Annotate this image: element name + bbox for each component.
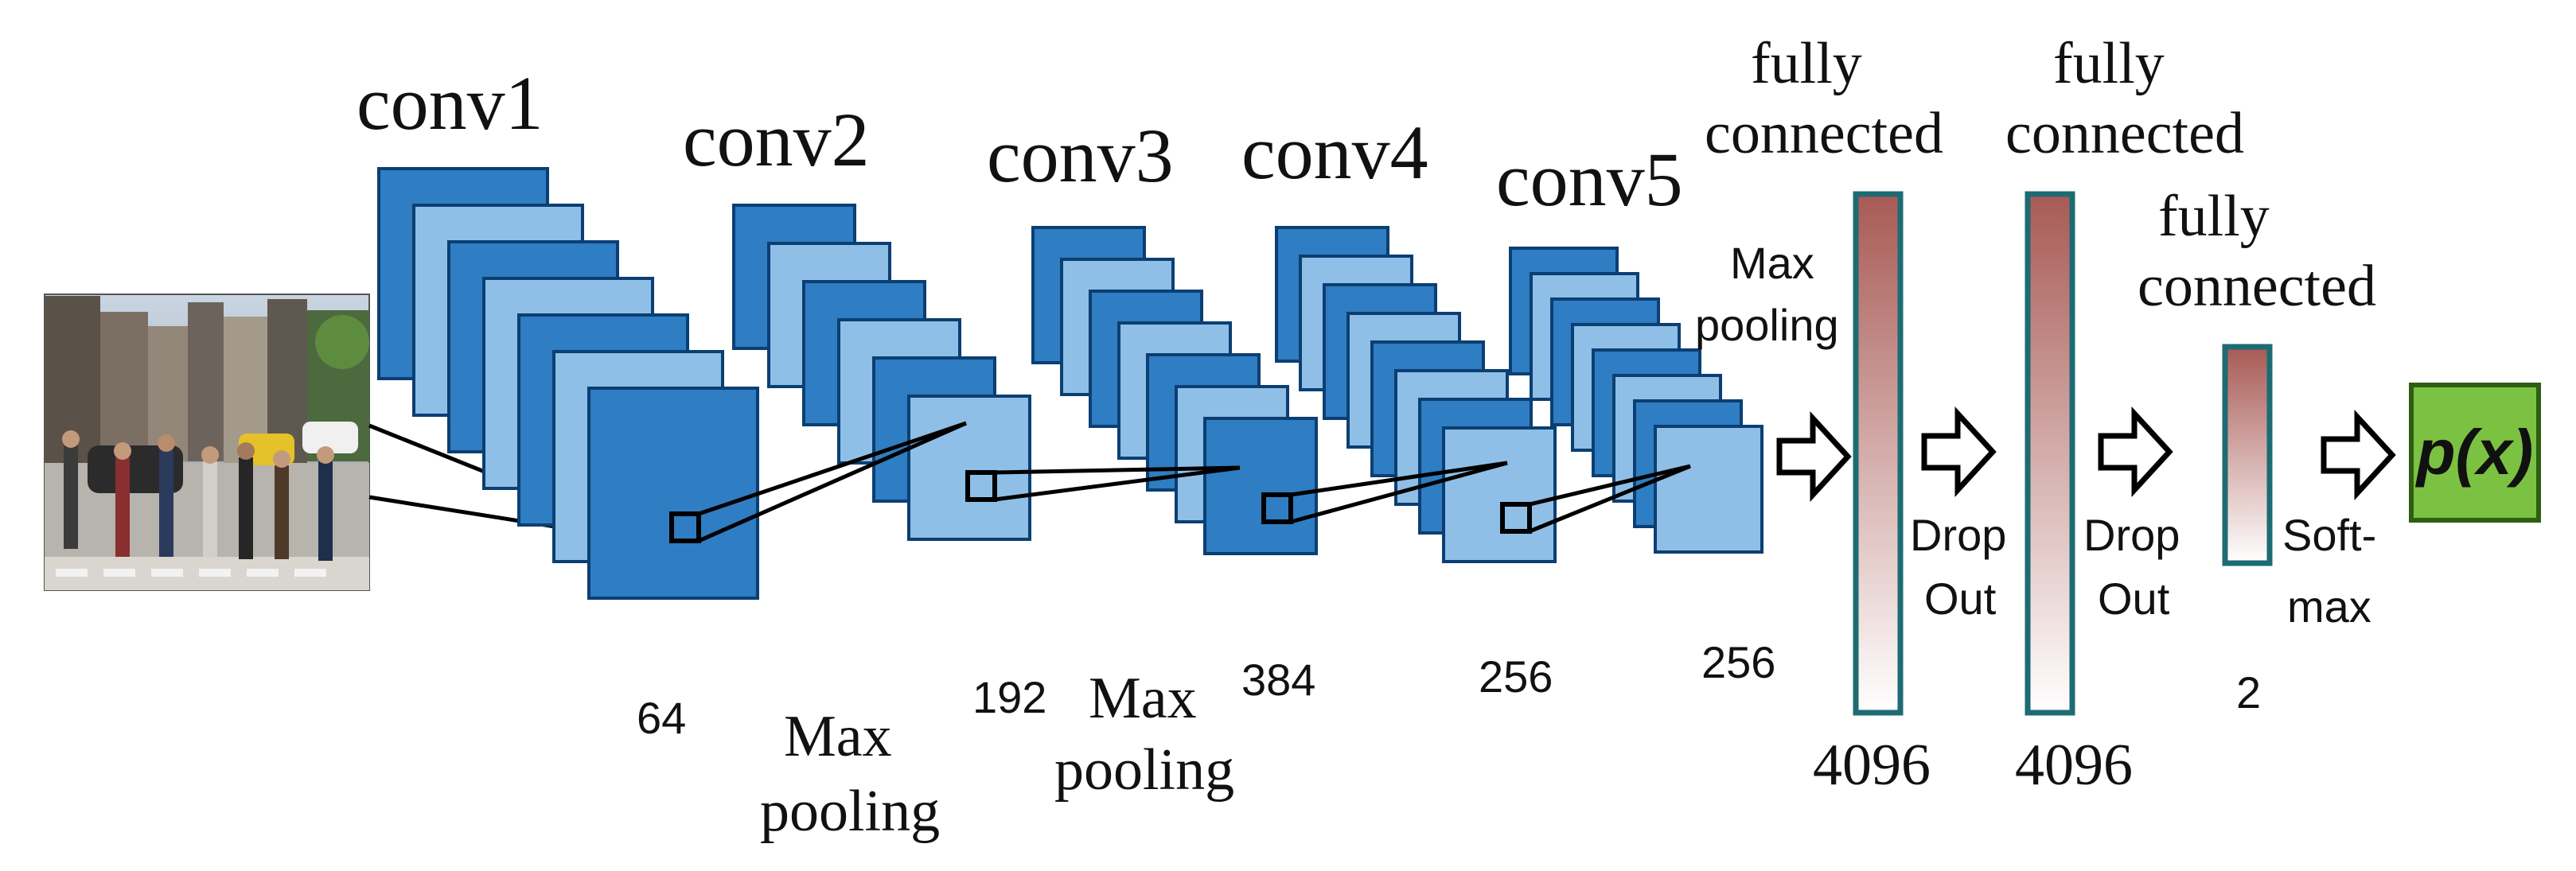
max-pooling-label-1-line2: pooling xyxy=(760,779,940,844)
conv1-stack xyxy=(377,167,759,600)
arrow-right-icon xyxy=(2321,410,2396,500)
max-pooling-label-1-line1: Max xyxy=(784,704,892,769)
conv5-feature-map xyxy=(1654,425,1763,554)
fc-layer-3 xyxy=(2222,344,2273,566)
conv3-stack xyxy=(1031,226,1318,555)
conv3-feature-map xyxy=(1203,417,1318,555)
softmax-line1: Soft- xyxy=(2282,510,2376,560)
conv3-title: conv3 xyxy=(987,113,1174,198)
kernel-window xyxy=(1500,502,1532,534)
kernel-window xyxy=(965,470,997,502)
fc-layer-2-bar xyxy=(2025,191,2075,716)
conv2-stack xyxy=(732,204,1031,541)
dropout-1-line2: Out xyxy=(1924,574,1997,624)
dropout-2-line1: Drop xyxy=(2083,510,2180,560)
kernel-projection-line xyxy=(697,421,968,543)
kernel-window xyxy=(669,511,701,543)
fc-layer-1 xyxy=(1853,191,1904,716)
max-pooling-label-3-line1: Max xyxy=(1730,238,1814,288)
kernel-projection-line xyxy=(1529,464,1691,534)
conv-projection-lines xyxy=(669,421,1691,543)
max-pooling-label-1: Max pooling xyxy=(760,704,940,844)
output-label: p(x) xyxy=(2415,417,2534,488)
fc1-size: 4096 xyxy=(1813,733,1931,798)
conv1-size: 64 xyxy=(637,693,686,743)
fc-layer-2 xyxy=(2025,191,2075,716)
max-pooling-label-3-line2: pooling xyxy=(1695,300,1839,350)
fc1-title-line2: connected xyxy=(1705,101,1943,166)
conv2-title: conv2 xyxy=(683,97,870,182)
input-image xyxy=(44,294,370,591)
softmax-line2: max xyxy=(2287,581,2371,632)
fc3-size: 2 xyxy=(2236,667,2261,717)
fc2-size: 4096 xyxy=(2015,733,2133,798)
fc3-title-line2: connected xyxy=(2138,254,2376,319)
output-box: p(x) xyxy=(2409,383,2541,523)
kernel-projection-line xyxy=(1529,464,1691,507)
kernel-projection-line xyxy=(1290,461,1508,497)
conv-layers xyxy=(377,167,1763,600)
kernel-window xyxy=(1261,492,1293,524)
fc2-title-line1: fully xyxy=(2053,31,2165,96)
dropout-2-line2: Out xyxy=(2098,574,2170,624)
fc-layer-1-bar xyxy=(1853,191,1904,716)
conv5-stack xyxy=(1509,247,1763,554)
kernel-projection-line xyxy=(994,465,1241,475)
conv4-feature-map xyxy=(1442,426,1557,563)
fc1-title-line1: fully xyxy=(1751,31,1862,96)
conv2-size: 192 xyxy=(972,672,1046,722)
fc3-title-line1: fully xyxy=(2158,184,2270,249)
conv4-title: conv4 xyxy=(1241,110,1428,195)
max-pooling-label-2-line2: pooling xyxy=(1054,737,1234,803)
conv3-size: 384 xyxy=(1241,655,1315,705)
flow-arrows xyxy=(1776,406,2396,502)
conv4-size: 256 xyxy=(1479,651,1553,702)
conv1-feature-map xyxy=(587,387,759,600)
arrow-right-icon xyxy=(1776,411,1852,502)
max-pooling-label-2: Max pooling xyxy=(1054,666,1234,803)
output-box-rect xyxy=(2409,383,2541,523)
kernel-projection-line xyxy=(1290,461,1508,524)
conv1-title: conv1 xyxy=(357,60,544,146)
fc-layer-3-bar xyxy=(2222,344,2273,566)
conv2-feature-map xyxy=(907,395,1031,541)
dropout-1-line1: Drop xyxy=(1910,510,2006,560)
max-pooling-label-3: Max pooling xyxy=(1695,238,1839,350)
kernel-projection-line xyxy=(994,465,1241,502)
fc2-title-line2: connected xyxy=(2005,101,2244,166)
kernel-projection-line xyxy=(698,421,967,516)
arrow-right-icon xyxy=(1921,406,1997,497)
max-pooling-label-2-line1: Max xyxy=(1089,666,1197,731)
conv5-title: conv5 xyxy=(1496,137,1683,222)
arrow-right-icon xyxy=(2098,406,2173,497)
street-photo-icon xyxy=(44,294,370,591)
conv5-size: 256 xyxy=(1701,637,1775,687)
